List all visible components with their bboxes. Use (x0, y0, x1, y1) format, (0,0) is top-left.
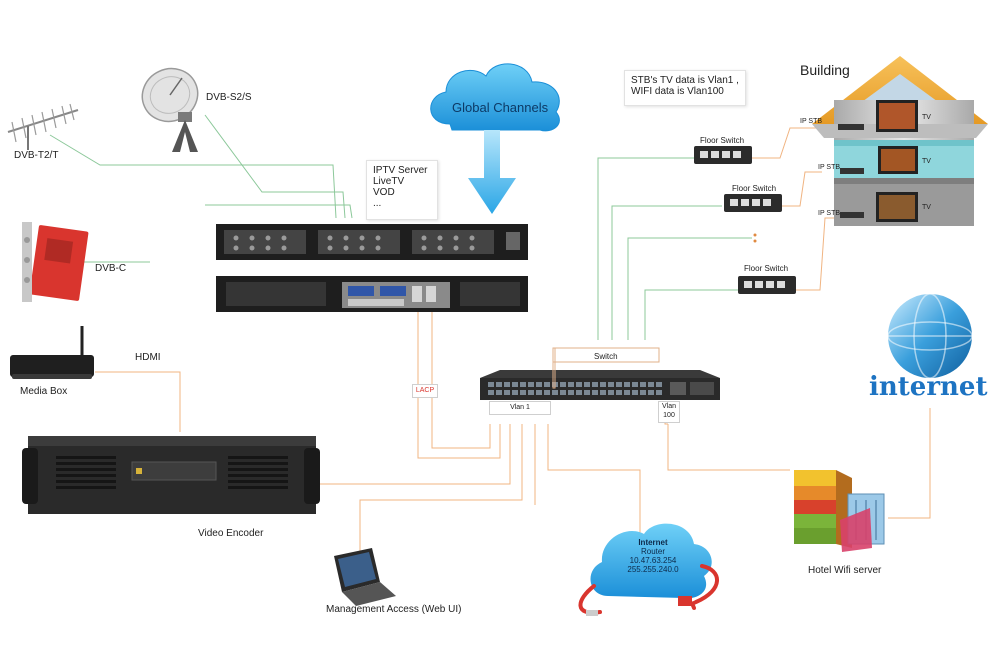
hotel-wifi-server-icon (794, 470, 885, 552)
arrow-down-icon (468, 130, 516, 214)
floor-switch-1-label: Floor Switch (700, 136, 745, 145)
dvb-c-card-icon (22, 222, 89, 302)
iptv-server-unit-2 (216, 276, 528, 312)
ip-stb-label-3: IP STB (818, 210, 841, 217)
router-line-4: 255.255.240.0 (627, 565, 679, 574)
iptv-server-unit-1 (216, 224, 528, 260)
router-cloud-icon (578, 523, 719, 616)
vlan-note-line-2: WIFI data is Vlan100 (631, 86, 724, 97)
tv-label-2: TV (922, 158, 931, 165)
internet-logo-text: internet (869, 372, 988, 402)
building-icon (812, 56, 988, 226)
orange-dot-marker (753, 233, 757, 243)
management-access-label: Management Access (Web UI) (326, 604, 462, 615)
vlan1-label: Vlan 1 (489, 401, 551, 415)
router-line-2: Router (640, 547, 665, 556)
ip-stb-label-2: IP STB (818, 164, 841, 171)
laptop-icon (334, 548, 396, 606)
router-line-1: Internet (638, 538, 668, 547)
iptv-line-1: IPTV Server (373, 165, 428, 176)
cloud-icon (430, 63, 560, 132)
iptv-line-2: LiveTV (373, 176, 405, 187)
router-line-3: 10.47.63.254 (629, 556, 677, 565)
dvb-s2-label: DVB-S2/S (206, 92, 252, 103)
iptv-line-4: ... (373, 198, 382, 209)
dvb-c-label: DVB-C (95, 263, 127, 274)
satellite-dish-icon (141, 67, 199, 152)
vlan100-label: Vlan 100 (658, 401, 680, 423)
vlan-note: STB's TV data is Vlan1 , WIFI data is Vl… (624, 70, 746, 106)
hdmi-label: HDMI (135, 352, 161, 363)
hotel-wifi-label: Hotel Wifi server (808, 565, 882, 576)
antenna-icon (7, 103, 79, 150)
vlan100-line-2: 100 (663, 412, 675, 419)
router-label: Internet Router 10.47.63.254 255.255.240… (622, 538, 684, 574)
floor-switch-2-icon (724, 194, 782, 212)
floor-switch-3-icon (738, 276, 796, 294)
dvb-t2-label: DVB-T2/T (14, 150, 59, 161)
video-encoder-label: Video Encoder (198, 528, 264, 539)
vlan100-line-1: Vlan (661, 403, 676, 410)
media-box-label: Media Box (20, 386, 68, 397)
internet-globe-icon (887, 293, 973, 379)
building-label: Building (800, 62, 850, 78)
core-switch-icon (480, 370, 720, 400)
video-encoder-icon (22, 436, 320, 514)
iptv-server-note: IPTV Server LiveTV VOD ... (366, 160, 438, 220)
switch-frame-left (552, 347, 556, 389)
green-links (45, 114, 752, 340)
lacp-label: LACP (412, 384, 438, 398)
vlan-note-line-1: STB's TV data is Vlan1 , (631, 75, 739, 86)
media-box-icon (10, 326, 94, 379)
floor-switch-2-label: Floor Switch (732, 184, 777, 193)
tv-label-1: TV (922, 114, 931, 121)
iptv-line-3: VOD (373, 187, 395, 198)
floor-switch-1-icon (694, 146, 752, 164)
floor-switch-3-label: Floor Switch (744, 264, 789, 273)
switch-label: Switch (594, 352, 618, 361)
ip-stb-label-1: IP STB (800, 118, 823, 125)
global-channels-label: Global Channels (452, 100, 549, 115)
tv-label-3: TV (922, 204, 931, 211)
